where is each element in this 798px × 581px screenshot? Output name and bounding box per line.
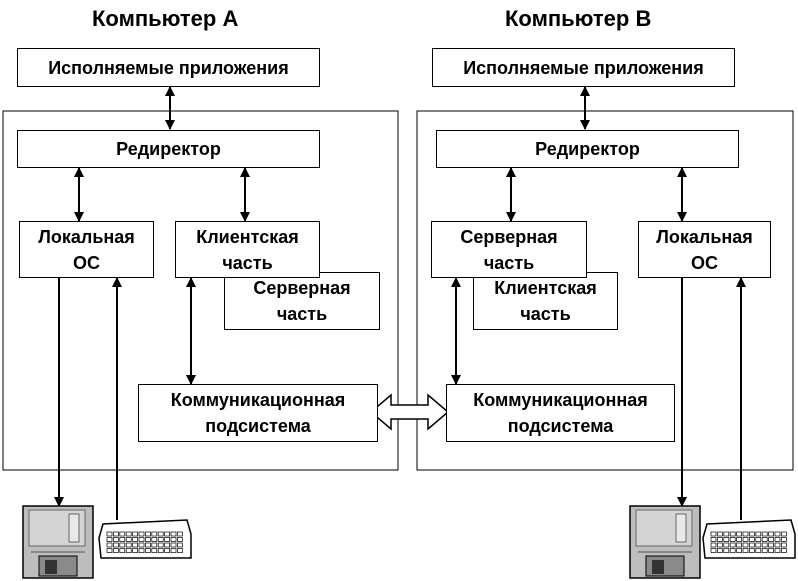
computer-b-server-part-label: Серверная часть xyxy=(460,226,558,273)
computer-b-comm-label: Коммуникационная подсистема xyxy=(473,390,648,436)
computer-a-apps-box: Исполняемые приложения xyxy=(17,48,320,87)
computer-a-client-part-box: Клиентская часть xyxy=(175,221,320,278)
computer-a-server-part-box: Серверная часть xyxy=(224,272,380,330)
computer-b-apps-box: Исполняемые приложения xyxy=(432,48,735,87)
computer-a-frame xyxy=(2,110,399,471)
computer-b-redirector-box: Редиректор xyxy=(436,130,739,168)
computer-b-client-part-box: Клиентская часть xyxy=(473,272,618,330)
disk-drive-icon xyxy=(629,505,701,579)
computer-a-server-part-label: Серверная часть xyxy=(253,278,351,324)
keyboard-icon xyxy=(98,519,192,559)
computer-b-server-part-box: Серверная часть xyxy=(431,221,587,278)
disk-drive-icon xyxy=(22,505,94,579)
computer-b-comm-box: Коммуникационная подсистема xyxy=(446,384,675,442)
computer-a-redirector-box: Редиректор xyxy=(17,130,320,168)
computer-b-local-os-label: Локальная ОС xyxy=(656,226,753,273)
computer-b-client-part-label: Клиентская часть xyxy=(494,278,597,324)
computer-a-local-os-label: Локальная ОС xyxy=(38,226,135,273)
computer-a-local-os-box: Локальная ОС xyxy=(19,221,154,278)
computer-a-redirector-label: Редиректор xyxy=(116,139,221,159)
computer-a-apps-label: Исполняемые приложения xyxy=(48,57,289,78)
keyboard-icon xyxy=(702,519,796,559)
computer-b-redirector-label: Редиректор xyxy=(535,139,640,159)
computer-b-apps-label: Исполняемые приложения xyxy=(463,57,704,78)
computer-b-local-os-box: Локальная ОС xyxy=(638,221,771,278)
computer-b-frame xyxy=(416,110,794,471)
network-link-arrow xyxy=(369,393,450,431)
computer-a-comm-label: Коммуникационная подсистема xyxy=(170,390,346,436)
computer-a-comm-box: Коммуникационная подсистема xyxy=(138,384,378,442)
computer-b-title: Компьютер В xyxy=(505,6,652,31)
computer-a-title: Компьютер А xyxy=(92,6,239,31)
computer-a-client-part-label: Клиентская часть xyxy=(196,226,299,273)
